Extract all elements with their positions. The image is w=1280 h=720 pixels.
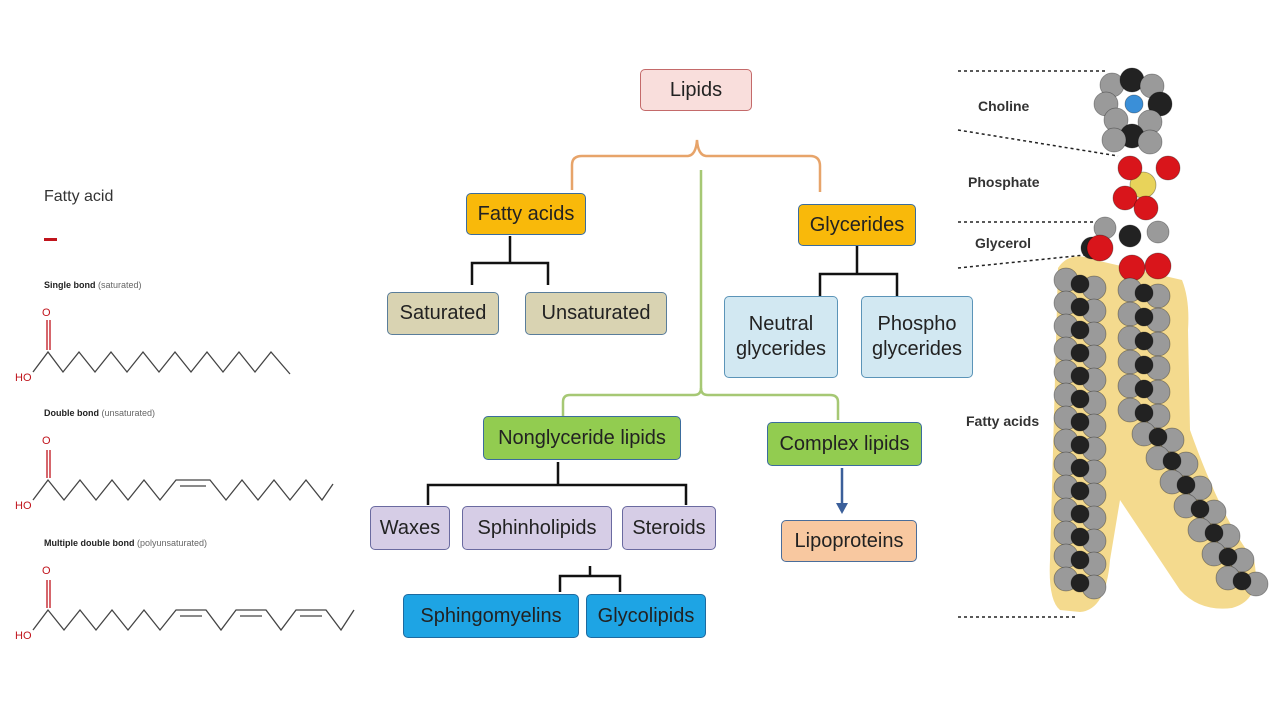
- oxygen-label-3: O: [42, 565, 51, 577]
- tail-atom: [1232, 571, 1252, 591]
- tail-atom: [1218, 547, 1238, 567]
- label-phosphate: Phosphate: [968, 174, 1040, 190]
- single-bond-label: Single bond (saturated): [44, 280, 142, 290]
- green-branch: [699, 387, 840, 420]
- ester-oxygen-atom: [1144, 252, 1172, 280]
- sphinholipids-bracket: [558, 566, 622, 592]
- nitrogen-atom: [1124, 94, 1144, 114]
- tail-atom: [1070, 481, 1090, 501]
- tail-atom: [1204, 523, 1224, 543]
- multiple-double-bond-label: Multiple double bond (polyunsaturated): [44, 538, 208, 548]
- tail-atom: [1162, 451, 1182, 471]
- oxygen-atom: [1155, 155, 1181, 181]
- tail-atom: [1070, 343, 1090, 363]
- node-glycolipids: Glycolipids: [586, 594, 706, 638]
- choline-atom: [1137, 129, 1163, 155]
- tail-atom: [1070, 573, 1090, 593]
- node-complex-lipids: Complex lipids: [767, 422, 922, 466]
- node-sphingomyelins: Sphingomyelins: [403, 594, 579, 638]
- tail-atom: [1134, 403, 1154, 423]
- complex-arrow-head: [836, 503, 848, 514]
- unsaturated-chain: [32, 450, 334, 502]
- ester-oxygen-atom: [1086, 234, 1114, 262]
- node-steroids: Steroids: [622, 506, 716, 550]
- tail-atom: [1070, 274, 1090, 294]
- node-lipids: Lipids: [640, 69, 752, 111]
- tail-atom: [1070, 458, 1090, 478]
- oxygen-atom: [1112, 185, 1138, 211]
- tail-atom: [1134, 307, 1154, 327]
- tail-atom: [1134, 379, 1154, 399]
- tail-atom: [1070, 550, 1090, 570]
- oxygen-atom: [1133, 195, 1159, 221]
- tail-atom: [1070, 366, 1090, 386]
- label-fatty-acids: Fatty acids: [966, 413, 1040, 429]
- ester-oxygen-atom: [1118, 254, 1146, 282]
- region-guides: [957, 70, 1119, 618]
- atoms-layer: [1053, 67, 1269, 600]
- node-neutral-glycerides: Neutral glycerides: [724, 296, 838, 378]
- node-fatty-acids: Fatty acids: [466, 193, 586, 235]
- tail-atom: [1070, 320, 1090, 340]
- node-waxes: Waxes: [370, 506, 450, 550]
- glycerol-atom: [1118, 224, 1142, 248]
- tail-atom: [1070, 527, 1090, 547]
- node-glycerides: Glycerides: [798, 204, 916, 246]
- node-phospho-glycerides: Phospho glycerides: [861, 296, 973, 378]
- tail-atom: [1070, 435, 1090, 455]
- node-nonglyceride-lipids: Nonglyceride lipids: [483, 416, 681, 460]
- saturated-chain: [32, 320, 291, 375]
- title-accent-bar: [44, 238, 57, 241]
- orange-brace: [570, 139, 822, 192]
- nonglyceride-bracket: [426, 462, 688, 505]
- node-sphinholipids: Sphinholipids: [462, 506, 612, 550]
- node-saturated: Saturated: [387, 292, 499, 335]
- tail-atom: [1070, 297, 1090, 317]
- double-bond-label: Double bond (unsaturated): [44, 408, 156, 418]
- oxygen-label-1: O: [42, 307, 51, 319]
- tail-atom: [1134, 283, 1154, 303]
- tail-atom: [1070, 412, 1090, 432]
- fatty-acid-structures: O HO O HO O HO: [15, 307, 355, 642]
- tail-atom: [1070, 389, 1090, 409]
- choline-atom: [1101, 127, 1127, 153]
- tail-atom: [1176, 475, 1196, 495]
- oxygen-label-2: O: [42, 435, 51, 447]
- fatty-acid-title: Fatty acid: [44, 188, 114, 205]
- tail-atom: [1134, 331, 1154, 351]
- fatty-acids-bracket: [470, 236, 550, 285]
- glycerol-atom: [1146, 220, 1170, 244]
- label-glycerol: Glycerol: [975, 235, 1032, 251]
- node-unsaturated: Unsaturated: [525, 292, 667, 335]
- glycerides-bracket: [818, 246, 899, 296]
- hydroxyl-label-2: HO: [15, 500, 32, 512]
- label-choline: Choline: [978, 98, 1030, 114]
- tail-atom: [1190, 499, 1210, 519]
- hydroxyl-label-1: HO: [15, 372, 32, 384]
- hydroxyl-label-3: HO: [15, 630, 32, 642]
- oxygen-atom: [1117, 155, 1143, 181]
- tail-atom: [1070, 504, 1090, 524]
- tail-atom: [1148, 427, 1168, 447]
- polyunsaturated-chain: [32, 580, 355, 632]
- tail-atom: [1134, 355, 1154, 375]
- node-lipoproteins: Lipoproteins: [781, 520, 917, 562]
